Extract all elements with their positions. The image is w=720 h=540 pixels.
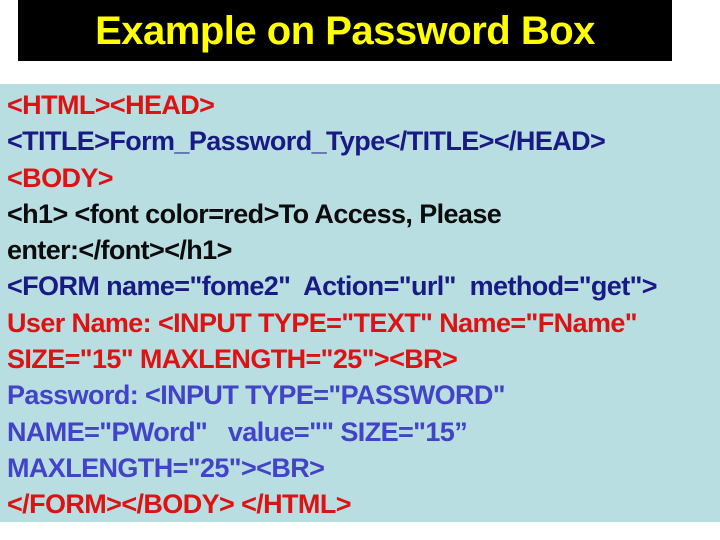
- code-line-6: <FORM name="fome2" Action="url" method="…: [7, 271, 658, 302]
- slide-title-bar: Example on Password Box: [18, 0, 672, 61]
- slide-title: Example on Password Box: [95, 9, 595, 53]
- code-panel: <HTML><HEAD> <TITLE>Form_Password_Type</…: [0, 84, 720, 522]
- code-line-10: NAME="PWord" value="" SIZE="15”: [7, 416, 468, 447]
- code-line-7: User Name: <INPUT TYPE="TEXT" Name="FNam…: [7, 307, 638, 338]
- code-line-1: <HTML><HEAD>: [7, 90, 215, 120]
- code-line-8: SIZE="15" MAXLENGTH="25"><BR>: [7, 344, 458, 375]
- code-line-9: Password: <INPUT TYPE="PASSWORD": [7, 380, 506, 411]
- code-line-3: <BODY>: [7, 162, 114, 193]
- code-line-4: <h1> <font color=red>To Access, Please: [7, 198, 502, 229]
- code-line-5: enter:</font></h1>: [7, 235, 232, 266]
- code-line-2: <TITLE>Form_Password_Type</TITLE></HEAD>: [7, 126, 606, 157]
- code-line-12: </FORM></BODY> </HTML>: [7, 489, 351, 520]
- code-line-11: MAXLENGTH="25"><BR>: [7, 452, 325, 483]
